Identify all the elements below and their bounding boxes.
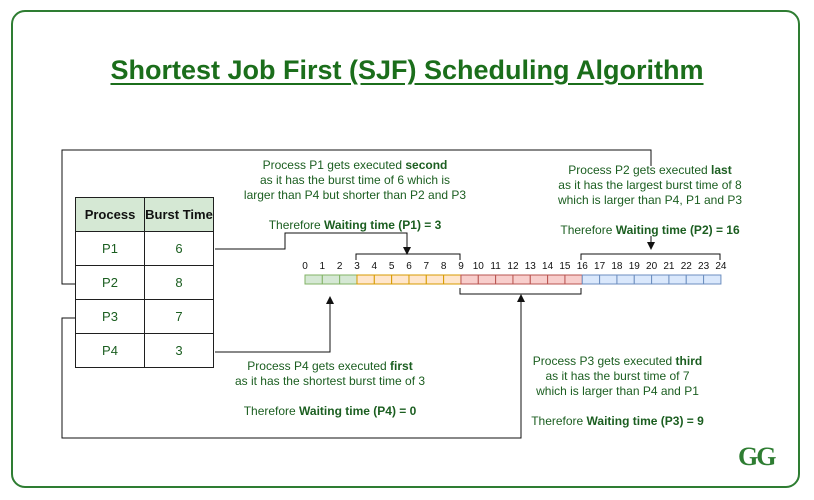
tick-label: 7 — [424, 261, 430, 272]
timeline-cell-p2 — [633, 274, 653, 285]
timeline-cell-p3 — [460, 274, 479, 285]
tick-label: 21 — [663, 261, 675, 272]
tick-label: 13 — [525, 261, 537, 272]
tick-label: 15 — [559, 261, 571, 272]
header-process: Process — [75, 197, 145, 232]
timeline-bar — [304, 274, 722, 285]
tick-label: 11 — [490, 261, 501, 272]
tick-label: 1 — [320, 261, 326, 272]
tick-label: 17 — [594, 261, 606, 272]
timeline-cell-p4 — [304, 274, 323, 285]
brace-p1 — [355, 253, 461, 260]
timeline-cell-p3 — [512, 274, 531, 285]
table-row: P1 6 — [75, 231, 214, 266]
table-row: P4 3 — [75, 333, 214, 368]
waiting-time-p3: Therefore Waiting time (P3) = 9 — [531, 414, 704, 428]
connector-p3 — [61, 294, 525, 439]
tick-label: 18 — [611, 261, 623, 272]
waiting-time-p2: Therefore Waiting time (P2) = 16 — [560, 223, 740, 237]
cell-burst: 3 — [144, 333, 214, 368]
tick-label: 9 — [458, 261, 464, 272]
timeline-cell-p1 — [443, 274, 462, 285]
connector-p2 — [61, 149, 652, 285]
timeline-cell-p1 — [391, 274, 410, 285]
timeline-cell-p3 — [529, 274, 549, 285]
timeline-cell-p1 — [408, 274, 427, 285]
header-burst-time: Burst Time — [144, 197, 214, 232]
tick-label: 24 — [715, 261, 727, 272]
brace-p2 — [580, 253, 721, 260]
note-p2: Process P2 gets executed last as it has … — [545, 163, 755, 238]
tick-label: 23 — [698, 261, 710, 272]
connector-p1 — [215, 232, 411, 255]
waiting-time-p1: Therefore Waiting time (P1) = 3 — [268, 218, 442, 232]
timeline-cell-p2 — [668, 274, 687, 285]
timeline-cell-p2 — [703, 274, 722, 285]
tick-label: 0 — [302, 261, 308, 272]
tick-label: 14 — [542, 261, 554, 272]
outer-frame — [11, 10, 800, 488]
table-header-row: Process Burst Time — [75, 197, 214, 232]
tick-label: 12 — [507, 261, 519, 272]
tick-label: 19 — [629, 261, 641, 272]
tick-label: 16 — [577, 261, 589, 272]
tick-label: 5 — [389, 261, 395, 272]
note-p1: Process P1 gets executed second as it ha… — [230, 158, 480, 233]
brace-p3 — [459, 288, 582, 295]
timeline-cell-p4 — [321, 274, 341, 285]
waiting-time-p4: Therefore Waiting time (P4) = 0 — [243, 404, 417, 418]
gfg-logo: GG — [738, 442, 776, 471]
note-p3: Process P3 gets executed third as it has… — [520, 354, 715, 429]
tick-label: 2 — [337, 261, 343, 272]
process-table: Process Burst Time P1 6 P2 8 P3 7 P4 3 — [75, 197, 214, 368]
timeline-cell-p2 — [581, 274, 601, 285]
timeline-cell-p3 — [547, 274, 566, 285]
tick-label: 8 — [441, 261, 447, 272]
note-p4: Process P4 gets executed first as it has… — [220, 359, 440, 419]
timeline-cell-p4 — [339, 274, 358, 285]
table-row: P2 8 — [75, 265, 214, 300]
timeline-cell-p3 — [477, 274, 497, 285]
cell-process: P4 — [75, 333, 145, 368]
timeline-cell-p1 — [425, 274, 445, 285]
cell-burst: 8 — [144, 265, 214, 300]
timeline-cell-p1 — [373, 274, 393, 285]
page-title: Shortest Job First (SJF) Scheduling Algo… — [110, 55, 704, 85]
timeline-cell-p2 — [685, 274, 705, 285]
cell-burst: 6 — [144, 231, 214, 266]
tick-label: 4 — [372, 261, 378, 272]
cell-process: P3 — [75, 299, 145, 334]
tick-label: 3 — [354, 261, 360, 272]
tick-label: 22 — [681, 261, 693, 272]
tick-label: 6 — [406, 261, 412, 272]
timeline-cell-p2 — [616, 274, 635, 285]
timeline-cell-p1 — [356, 274, 375, 285]
timeline-cell-p3 — [495, 274, 514, 285]
connector-p4 — [215, 296, 334, 353]
timeline-cell-p3 — [564, 274, 583, 285]
timeline-cell-p2 — [651, 274, 670, 285]
tick-label: 20 — [646, 261, 658, 272]
tick-label: 10 — [473, 261, 485, 272]
timeline-cell-p2 — [599, 274, 618, 285]
